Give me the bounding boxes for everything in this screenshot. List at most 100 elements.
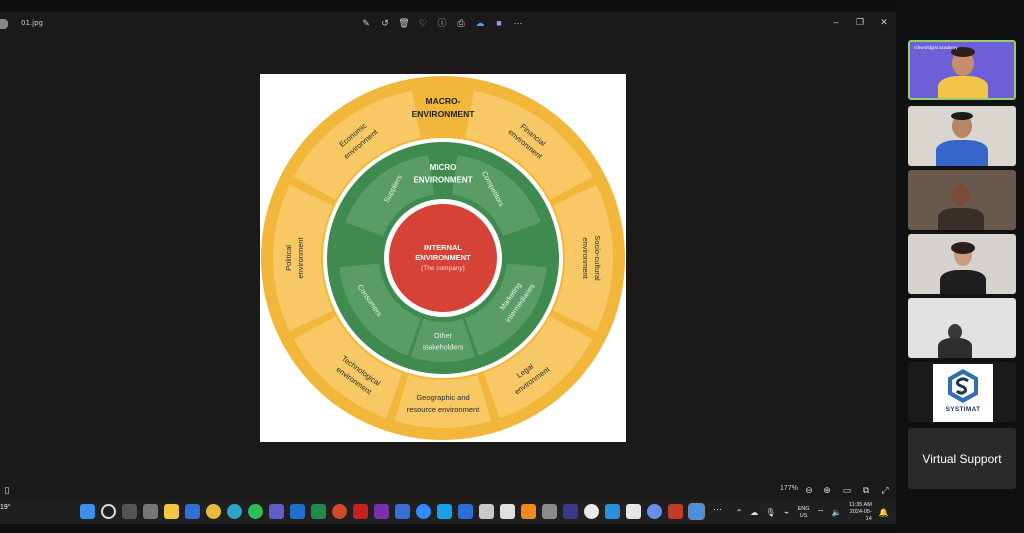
microphone-icon[interactable]: 🎙 bbox=[765, 508, 776, 517]
camera-icon[interactable] bbox=[563, 504, 578, 519]
actual-size-icon[interactable]: ⧉ bbox=[862, 484, 870, 495]
settings-icon[interactable] bbox=[542, 504, 557, 519]
macro-title: MACRO-ENVIRONMENT bbox=[412, 96, 476, 119]
xbox-icon[interactable] bbox=[626, 504, 641, 519]
whatsapp-icon[interactable] bbox=[248, 504, 263, 519]
status-bar: ▯ 177% ⊖ ⊕ ▭ ⧉ ⤢ bbox=[0, 482, 896, 500]
onedrive-icon[interactable]: ☁ bbox=[475, 17, 485, 28]
info-icon[interactable]: ⓘ bbox=[437, 17, 447, 28]
volume-icon[interactable]: 🔈 bbox=[831, 508, 842, 517]
chevron-up-icon[interactable]: ⌃ bbox=[735, 508, 743, 517]
participant-video-presenter[interactable]: rchworldgist academy bbox=[908, 40, 1016, 100]
file-explorer-icon[interactable] bbox=[164, 504, 179, 519]
film-strip-icon[interactable]: ▯ bbox=[4, 484, 10, 495]
weather-widget[interactable]: 19° bbox=[0, 504, 11, 511]
skype-icon[interactable] bbox=[437, 504, 452, 519]
zoom-out-icon[interactable]: ⊖ bbox=[805, 484, 813, 495]
region-code: US bbox=[799, 512, 808, 519]
print-icon[interactable]: ⎙ bbox=[457, 17, 465, 28]
zoom-level: 177% bbox=[780, 485, 798, 492]
participant-video-2[interactable] bbox=[908, 106, 1016, 166]
photos-app-icon[interactable] bbox=[605, 504, 620, 519]
notes-icon[interactable] bbox=[500, 504, 515, 519]
heart-icon[interactable]: ♡ bbox=[418, 17, 428, 28]
usb-icon[interactable]: ⌁ bbox=[784, 508, 789, 517]
delete-icon[interactable]: 🗑 bbox=[398, 17, 410, 28]
svg-text:environment: environment bbox=[581, 237, 590, 279]
search-icon[interactable] bbox=[101, 504, 116, 519]
macro-segment bbox=[293, 90, 421, 200]
outlook-icon[interactable] bbox=[290, 504, 305, 519]
copilot-icon[interactable] bbox=[584, 504, 599, 519]
participant-video-5[interactable] bbox=[908, 298, 1016, 358]
game-icon[interactable] bbox=[668, 504, 683, 519]
snip-icon[interactable] bbox=[479, 504, 494, 519]
overflow-icon[interactable]: ⋯ bbox=[713, 504, 722, 514]
mail-icon[interactable] bbox=[458, 504, 473, 519]
start-icon[interactable] bbox=[80, 504, 95, 519]
task-view-icon[interactable] bbox=[122, 504, 137, 519]
cloud-icon[interactable]: ☁ bbox=[750, 508, 759, 517]
calendar-icon[interactable] bbox=[395, 504, 410, 519]
teams-icon[interactable] bbox=[269, 504, 284, 519]
language-indicator[interactable]: ENG US bbox=[798, 506, 810, 520]
svg-text:environment: environment bbox=[296, 236, 305, 278]
minimize-icon[interactable]: – bbox=[833, 17, 839, 27]
fit-window-icon[interactable]: ▭ bbox=[842, 484, 852, 495]
svg-text:Socio-cultural: Socio-cultural bbox=[593, 235, 602, 281]
micro-segment bbox=[410, 318, 476, 363]
taskbar-apps: ⋯ bbox=[80, 503, 725, 520]
clipchamp-icon[interactable]: ■ bbox=[496, 17, 502, 28]
photo-viewer-window: 01.jpg ✎ ↺ 🗑 ♡ ⓘ ⎙ ☁ ■ ⋯ – ❐ ✕ MACRO-ENV bbox=[0, 12, 896, 500]
zoom-in-icon[interactable]: ⊕ bbox=[823, 484, 831, 495]
title-bar: 01.jpg ✎ ↺ 🗑 ♡ ⓘ ⎙ ☁ ■ ⋯ – ❐ ✕ bbox=[0, 12, 896, 38]
wifi-icon[interactable]: ⌔ bbox=[816, 507, 825, 517]
edge-icon[interactable] bbox=[227, 504, 242, 519]
photos-active-icon[interactable] bbox=[688, 503, 705, 520]
fullscreen-icon[interactable]: ⤢ bbox=[881, 484, 889, 495]
center-title-line2: ENVIRONMENT bbox=[415, 253, 471, 262]
file-name: 01.jpg bbox=[21, 19, 43, 27]
zoom-icon[interactable] bbox=[416, 504, 431, 519]
center-title-line1: INTERNAL bbox=[424, 243, 462, 252]
chrome-icon[interactable] bbox=[206, 504, 221, 519]
systimat-logo: SYSTIMAT bbox=[933, 364, 993, 422]
acrobat-icon[interactable] bbox=[353, 504, 368, 519]
planner-icon[interactable] bbox=[185, 504, 200, 519]
micro-segment bbox=[451, 155, 541, 237]
micro-segment bbox=[345, 155, 435, 237]
window-controls: – ❐ ✕ bbox=[830, 16, 890, 28]
participant-name: Virtual Support bbox=[922, 451, 1002, 466]
macro-segment bbox=[553, 184, 613, 332]
excel-icon[interactable] bbox=[311, 504, 326, 519]
svg-text:stakeholders: stakeholders bbox=[423, 343, 464, 352]
macro-segment bbox=[273, 184, 333, 332]
participant-virtual-support[interactable]: Virtual Support bbox=[908, 428, 1016, 489]
clock-time: 11:35 AM bbox=[848, 502, 872, 508]
powerpoint-icon[interactable] bbox=[332, 504, 347, 519]
participant-video-3[interactable] bbox=[908, 170, 1016, 230]
macro-segment bbox=[465, 90, 593, 200]
participant-logo-tile[interactable]: SYSTIMAT bbox=[908, 362, 1016, 422]
taskbar: 19° bbox=[0, 500, 903, 524]
more-icon[interactable]: ⋯ bbox=[513, 17, 523, 28]
edit-icon[interactable]: ✎ bbox=[362, 17, 370, 28]
logo-label: SYSTIMAT bbox=[945, 406, 981, 413]
clock[interactable]: 11:35 AM 2024-05-14 bbox=[849, 502, 872, 523]
macro-segment bbox=[293, 316, 403, 419]
participant-video-4[interactable] bbox=[908, 234, 1016, 294]
onenote-icon[interactable] bbox=[374, 504, 389, 519]
vlc-icon[interactable] bbox=[521, 504, 536, 519]
micro-segment bbox=[339, 263, 422, 356]
help-icon[interactable] bbox=[647, 504, 662, 519]
notification-icon[interactable]: 🔔 bbox=[878, 508, 889, 517]
rotate-icon[interactable]: ↺ bbox=[381, 17, 389, 28]
store-icon[interactable] bbox=[143, 504, 158, 519]
close-icon[interactable]: ✕ bbox=[880, 16, 888, 27]
restore-icon[interactable]: ❐ bbox=[855, 16, 865, 27]
svg-text:Other: Other bbox=[434, 331, 453, 340]
